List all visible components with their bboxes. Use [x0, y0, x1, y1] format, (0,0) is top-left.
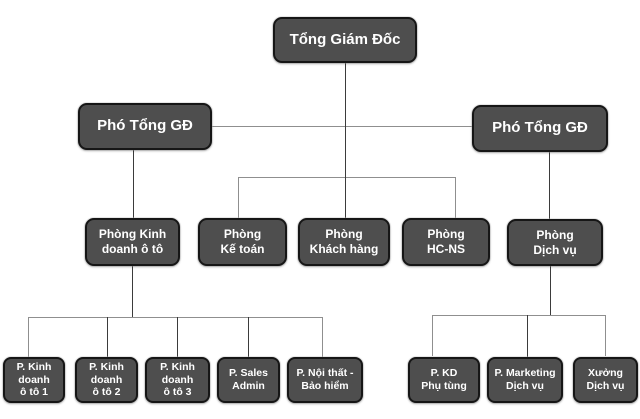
node-phong-khach-hang: Phòng Khách hàng: [298, 218, 390, 266]
node-p-kinh-doanh-o-to-2: P. Kinh doanh ô tô 2: [75, 357, 138, 403]
node-p-marketing-dich-vu: P. Marketing Dịch vụ: [487, 357, 563, 403]
node-pho-tong-gd-left: Phó Tổng GĐ: [78, 103, 212, 150]
node-p-sales-admin: P. Sales Admin: [217, 357, 280, 403]
node-pho-tong-gd-right: Phó Tổng GĐ: [472, 105, 608, 152]
node-p-kinh-doanh-o-to-3: P. Kinh doanh ô tô 3: [145, 357, 210, 403]
bracket-ceo-departments: [238, 177, 456, 218]
node-p-noi-that-bao-hiem: P. Nội thất - Bảo hiểm: [287, 357, 363, 403]
node-p-kinh-doanh-o-to-1: P. Kinh doanh ô tô 1: [3, 357, 65, 403]
bracket-service-units: [432, 315, 606, 356]
bracket-connectors: [28, 126, 606, 357]
bracket-auto-sales-units: [28, 317, 323, 357]
node-phong-ke-toan: Phòng Kế toán: [198, 218, 287, 266]
node-phong-hc-ns: Phòng HC-NS: [402, 218, 490, 266]
node-phong-kinh-doanh-o-to: Phòng Kinh doanh ô tô: [85, 218, 180, 266]
node-p-kd-phu-tung: P. KD Phụ tùng: [408, 357, 480, 403]
direct-connectors: [107, 63, 551, 357]
node-phong-dich-vu: Phòng Dịch vụ: [507, 219, 603, 266]
node-xuong-dich-vu: Xưởng Dịch vụ: [573, 357, 638, 403]
node-tong-giam-doc: Tổng Giám Đốc: [273, 17, 417, 63]
